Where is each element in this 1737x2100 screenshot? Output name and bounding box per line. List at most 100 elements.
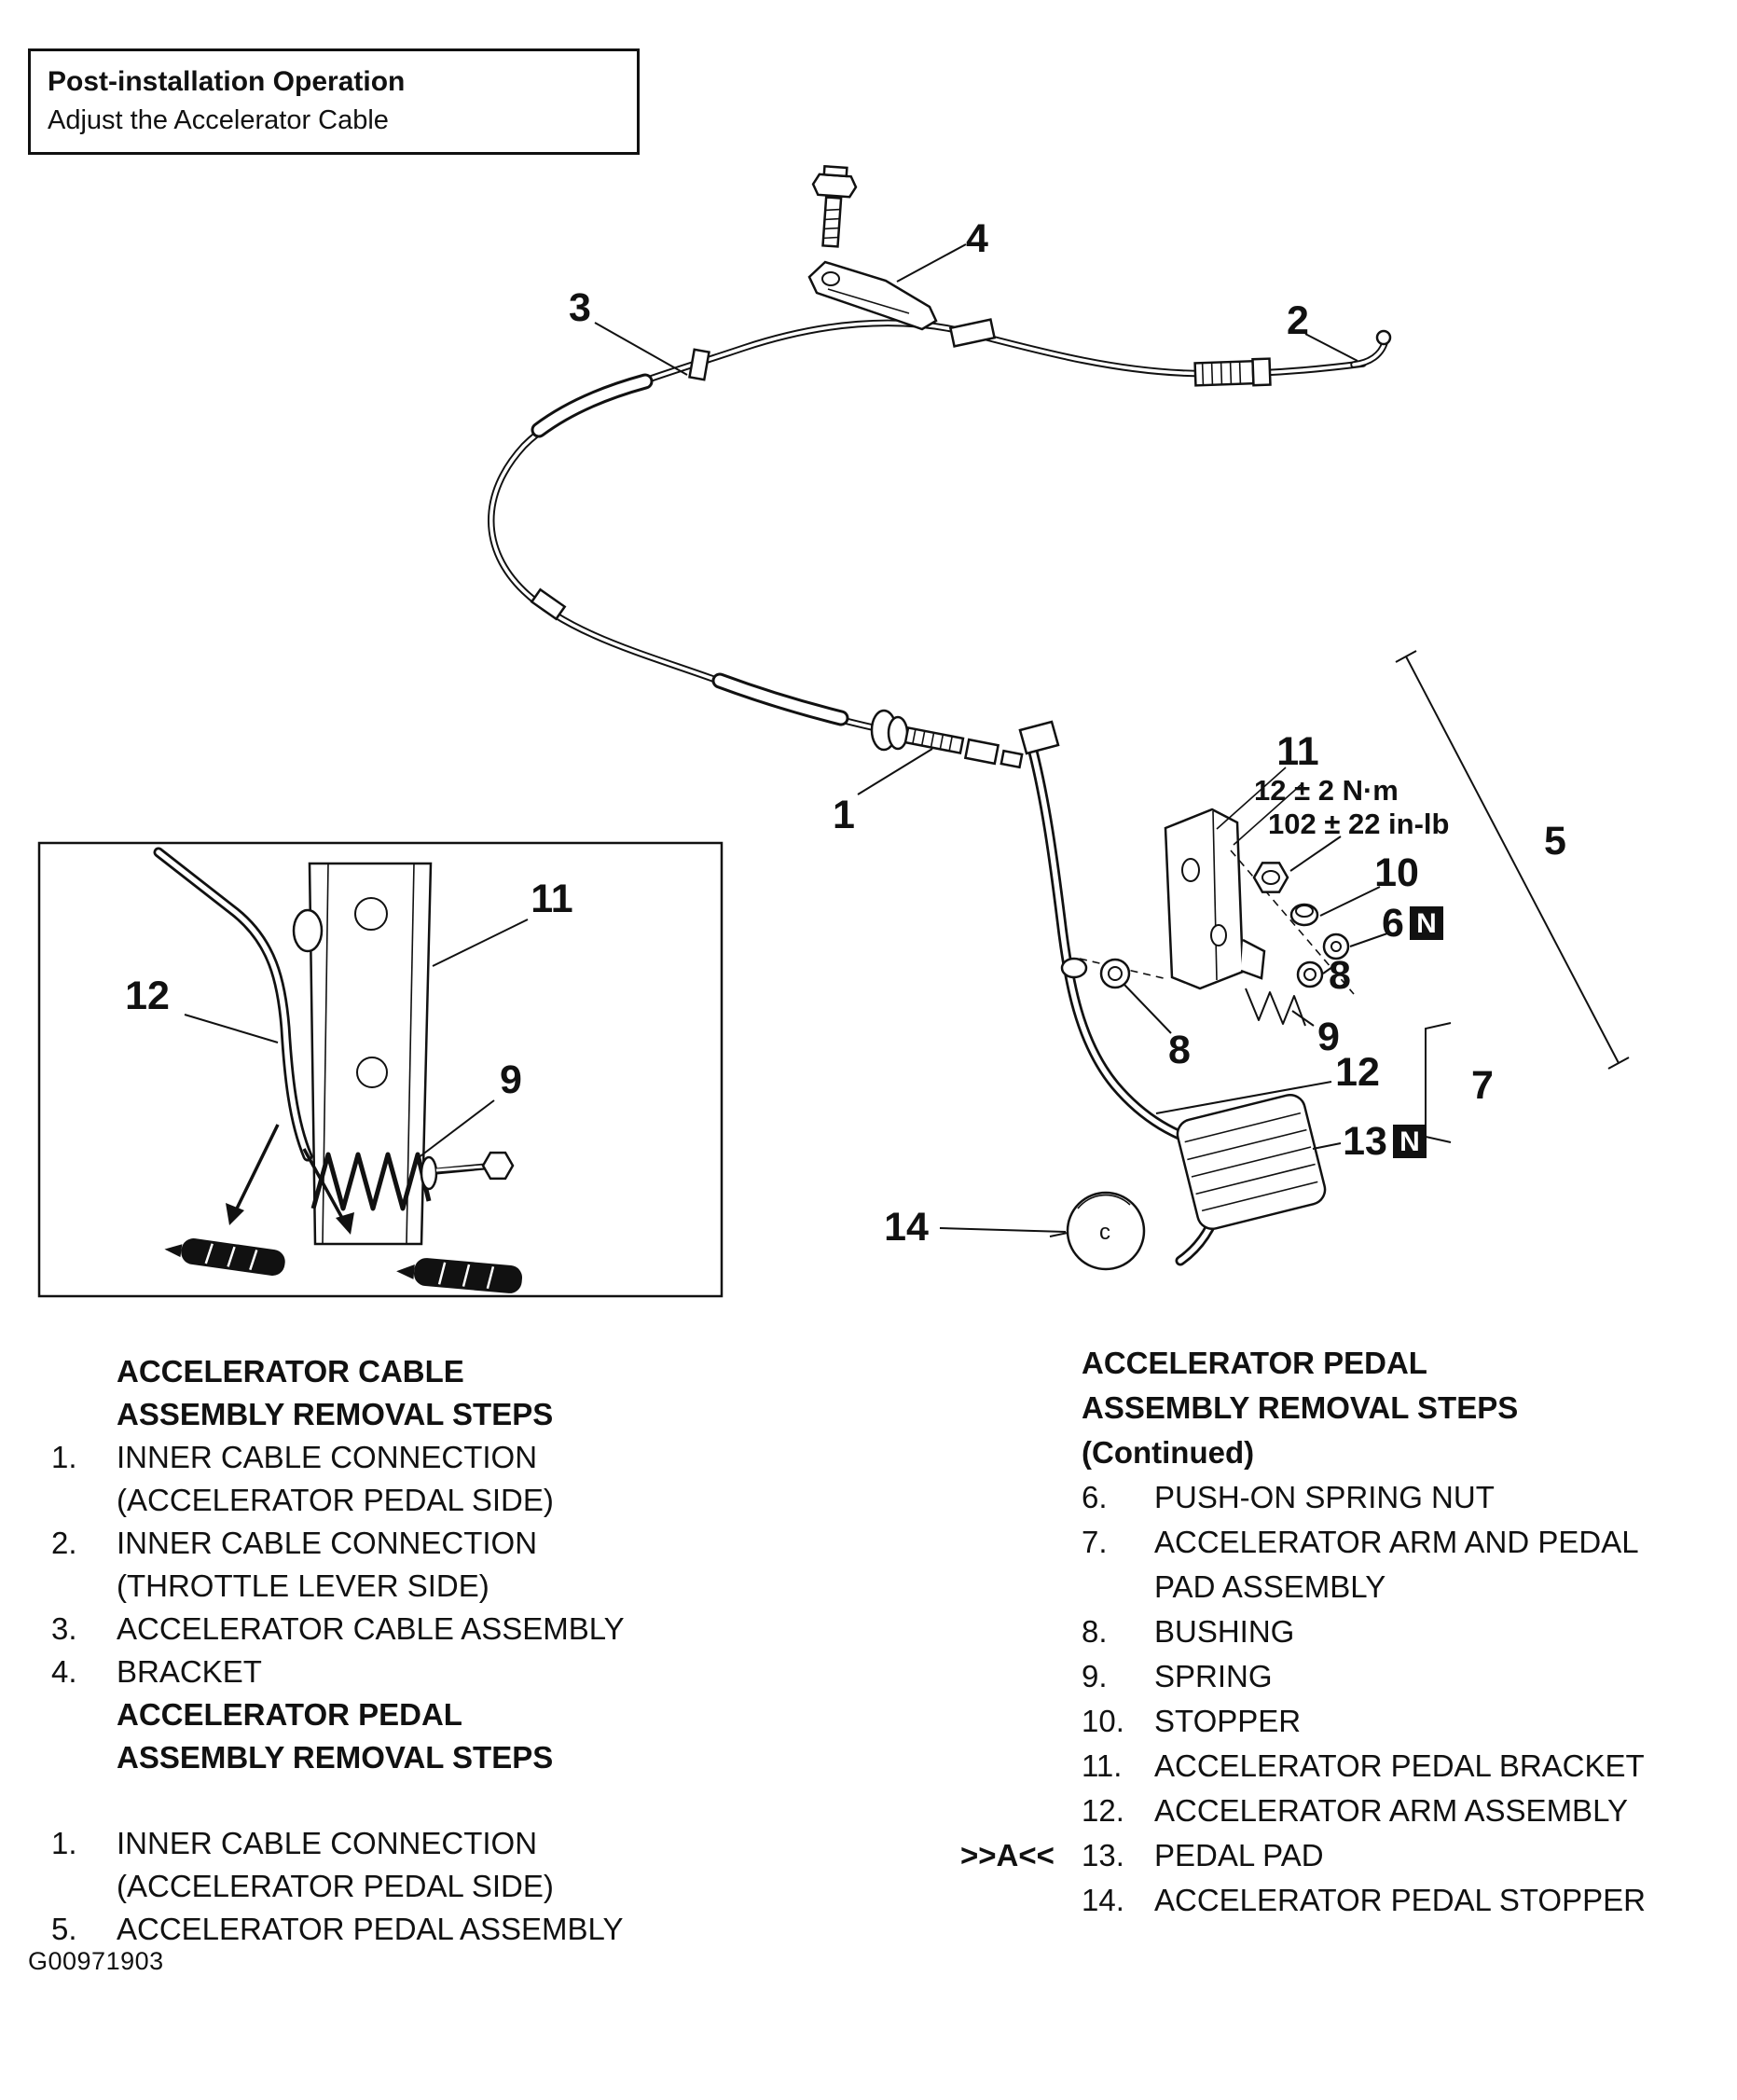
item-number: 13.: [1082, 1838, 1124, 1872]
list-item: 12. ACCELERATOR ARM ASSEMBLY: [1082, 1789, 1734, 1833]
header-title: Post-installation Operation: [48, 66, 406, 97]
list-item: 5. ACCELERATOR PEDAL ASSEMBLY: [51, 1908, 779, 1951]
item-text: ACCELERATOR ARM AND PEDAL: [1154, 1525, 1639, 1559]
inner-cable-end: [870, 709, 1024, 769]
callouts: 4 3 2 1 11 12 ± 2 N·m 102 ± 22 in-lb 10 …: [569, 216, 1566, 1250]
callout-3: 3: [569, 285, 591, 330]
pedal-pad: [1176, 1093, 1327, 1231]
bracket-bolt: [811, 164, 858, 248]
callout-13: 13: [1343, 1119, 1387, 1164]
item-number: 14.: [1082, 1883, 1124, 1917]
bracket-part: [807, 260, 938, 331]
item-text: ACCELERATOR CABLE ASSEMBLY: [117, 1611, 625, 1646]
n-badge: [1410, 906, 1443, 940]
inset-arrow-right: [302, 1148, 345, 1221]
item-text: (THROTTLE LEVER SIDE): [117, 1568, 489, 1603]
list-item: 1. INNER CABLE CONNECTION (ACCELERATOR P…: [51, 1436, 779, 1522]
header-box: Post-installation Operation Adjust the A…: [28, 48, 640, 155]
list-item: 8. BUSHING: [1082, 1610, 1734, 1654]
section-heading: ASSEMBLY REMOVAL STEPS: [1082, 1390, 1519, 1425]
callout-8-left: 8: [1168, 1028, 1191, 1072]
group-line-5: [1395, 650, 1630, 1070]
callout-14: 14: [884, 1205, 929, 1250]
item-text: ACCELERATOR PEDAL BRACKET: [1154, 1748, 1645, 1783]
list-item: 2. INNER CABLE CONNECTION (THROTTLE LEVE…: [51, 1522, 779, 1608]
section-heading: ASSEMBLY REMOVAL STEPS: [117, 1740, 554, 1775]
item-number: 11.: [1082, 1748, 1123, 1783]
inset-washer: [420, 1155, 438, 1191]
list-item: 10. STOPPER: [1082, 1699, 1734, 1744]
arm-pivot: [1060, 957, 1088, 979]
item-text: ACCELERATOR PEDAL ASSEMBLY: [117, 1912, 624, 1946]
section-heading: ASSEMBLY REMOVAL STEPS: [117, 1397, 554, 1431]
item-text: STOPPER: [1154, 1704, 1302, 1738]
inset-arrow-left: [235, 1124, 280, 1209]
push-on-spring-nut: [1322, 933, 1350, 960]
item-number: 1.: [51, 1826, 77, 1860]
item-number: 10.: [1082, 1704, 1124, 1738]
item-number: 3.: [51, 1611, 77, 1646]
arm-top-cap: [1018, 720, 1060, 755]
inset-bolt-head: [481, 1151, 515, 1181]
torque-spec-nm: 12 ± 2 N·m: [1254, 774, 1399, 807]
item-text: PAD ASSEMBLY: [1154, 1569, 1386, 1604]
n-badge: [1393, 1125, 1427, 1158]
inset-callout-12: 12: [125, 974, 170, 1018]
callout-7: 7: [1471, 1063, 1494, 1108]
list-item: 1. INNER CABLE CONNECTION (ACCELERATOR P…: [51, 1822, 779, 1908]
item-text: ACCELERATOR PEDAL STOPPER: [1154, 1883, 1646, 1917]
inset-callout-9: 9: [500, 1057, 522, 1102]
item-number: 8.: [1082, 1614, 1108, 1649]
list-item: >>A<< 13. PEDAL PAD: [960, 1833, 1734, 1878]
item-number: 4.: [51, 1654, 77, 1689]
list-item: 11. ACCELERATOR PEDAL BRACKET: [1082, 1744, 1734, 1789]
inset-detail-box: 11 12 9: [37, 841, 724, 1298]
callout-2: 2: [1287, 298, 1309, 343]
item-text: INNER CABLE CONNECTION: [117, 1440, 538, 1474]
item-text: (ACCELERATOR PEDAL SIDE): [117, 1483, 554, 1517]
item-number: 5.: [51, 1912, 77, 1946]
item-text: INNER CABLE CONNECTION: [117, 1826, 538, 1860]
section-heading: (Continued): [1082, 1435, 1255, 1470]
return-spring: [1245, 988, 1306, 1027]
cable-collar: [688, 348, 710, 381]
n-badge-letter: N: [1399, 1126, 1420, 1157]
bushing-right: [1296, 960, 1324, 988]
stopper-part: [1289, 903, 1319, 927]
section-heading: ACCELERATOR PEDAL: [117, 1697, 462, 1732]
inset-bracket-plate: [308, 862, 433, 1246]
n-badge-letter: N: [1416, 908, 1437, 939]
section-heading: ACCELERATOR PEDAL: [1082, 1346, 1427, 1380]
item-text: PUSH-ON SPRING NUT: [1154, 1480, 1495, 1514]
callout-11: 11: [1276, 729, 1318, 774]
exploded-parts-diagram: c 4 3 2 1 11 12 ± 2 N·m: [37, 164, 1630, 1298]
item-text: PEDAL PAD: [1154, 1838, 1324, 1872]
item-number: 7.: [1082, 1525, 1108, 1559]
callout-6: 6: [1382, 901, 1404, 946]
callout-8-right: 8: [1329, 953, 1351, 998]
figure-code: G00971903: [28, 1947, 164, 1975]
item-text: INNER CABLE CONNECTION: [117, 1526, 538, 1560]
parts-list-left: ACCELERATOR CABLE ASSEMBLY REMOVAL STEPS…: [51, 1350, 779, 1951]
parts-list-right: ACCELERATOR PEDAL ASSEMBLY REMOVAL STEPS…: [960, 1341, 1734, 1923]
torque-nut: [1252, 862, 1289, 893]
item-number: 1.: [51, 1440, 77, 1474]
header-subtitle: Adjust the Accelerator Cable: [48, 105, 389, 135]
stopper-mold-mark: c: [1099, 1220, 1110, 1245]
leader-lines: [594, 243, 1388, 1233]
item-text: BRACKET: [117, 1654, 262, 1689]
callout-5: 5: [1544, 819, 1566, 863]
inset-clip-left: [164, 1238, 285, 1276]
cable-grommet: [948, 318, 997, 348]
inset-callout-11: 11: [531, 877, 572, 921]
revision-marker: >>A<<: [960, 1838, 1055, 1872]
inset-clip-right: [396, 1258, 523, 1293]
callout-4: 4: [966, 216, 988, 261]
callout-9: 9: [1317, 1015, 1340, 1059]
item-text: BUSHING: [1154, 1614, 1295, 1649]
group-bracket-7: [1425, 1022, 1452, 1143]
callout-1: 1: [833, 793, 855, 837]
item-number: 6.: [1082, 1480, 1108, 1514]
cable-collar: [530, 587, 567, 621]
section-heading: ACCELERATOR CABLE: [117, 1354, 464, 1388]
